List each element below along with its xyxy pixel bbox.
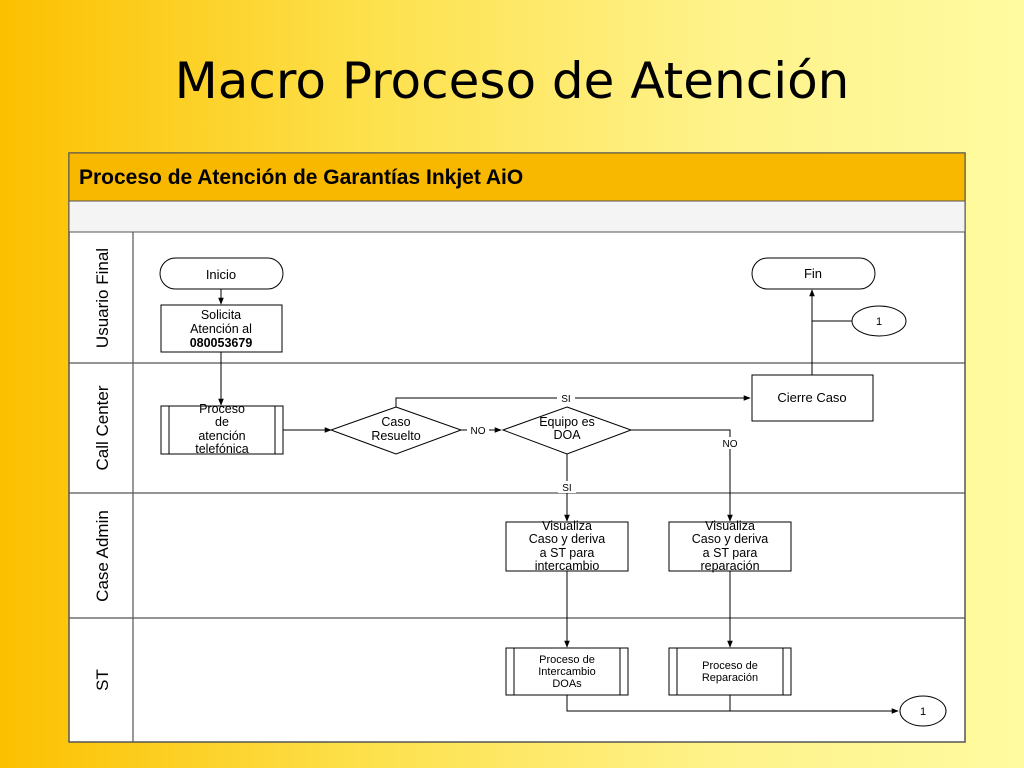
solicita-line: Solicita	[201, 308, 241, 322]
proceso-intercambio-line: DOAs	[552, 678, 582, 690]
visualiza-reparacion-line: reparación	[700, 559, 759, 573]
solicita-box	[160, 304, 283, 353]
proceso-intercambio-line: Intercambio	[538, 666, 595, 678]
caso-resuelto-line: Resuelto	[371, 429, 420, 443]
edge-label-no-right: NO	[723, 439, 738, 450]
visualiza-reparacion-box	[668, 521, 792, 572]
solicita-line: Atención al	[190, 322, 252, 336]
proceso-reparacion-line: Reparación	[702, 672, 758, 684]
diagram-subheader-row	[68, 200, 966, 233]
diagram-header: Proceso de Atención de Garantías Inkjet …	[79, 166, 523, 189]
proceso-intercambio-line: Proceso de	[539, 654, 595, 666]
proceso-atencion-line: Proceso	[199, 402, 245, 416]
lane-label-call-center: Call Center	[93, 385, 112, 470]
lane-label-usuario-final: Usuario Final	[93, 248, 112, 348]
cierre-caso-label: Cierre Caso	[777, 390, 846, 405]
start-label: Inicio	[206, 267, 236, 282]
visualiza-intercambio-line: Visualiza	[542, 519, 592, 533]
proceso-intercambio-box	[505, 647, 629, 696]
visualiza-intercambio-line: Caso y deriva	[529, 532, 605, 546]
edge-label-si-top: SI	[561, 394, 570, 405]
start-terminator	[159, 257, 284, 290]
visualiza-intercambio-line: a ST para	[540, 546, 595, 560]
proceso-atencion-line: atención	[198, 429, 245, 443]
edge	[395, 395, 751, 407]
edge-label-si-down: SI	[562, 483, 571, 494]
connectors	[218, 289, 899, 714]
end-terminator	[751, 257, 876, 290]
visualiza-reparacion-line: Caso y deriva	[692, 532, 768, 546]
slide-title: Macro Proceso de Atención	[174, 52, 850, 110]
cierre-caso-box	[751, 374, 874, 422]
proceso-reparacion-line: Proceso de	[702, 660, 758, 672]
visualiza-reparacion-line: Visualiza	[705, 519, 755, 533]
proceso-atencion-box	[160, 405, 284, 455]
caso-resuelto-decision	[329, 406, 463, 455]
equipo-doa-line: DOA	[553, 428, 581, 442]
proceso-atencion-line: de	[215, 415, 229, 429]
connector-bottom-label: 1	[920, 706, 926, 718]
proceso-atencion-line: telefónica	[195, 442, 249, 456]
connector-bottom-circle	[899, 695, 947, 727]
caso-resuelto-line: Caso	[381, 415, 410, 429]
proceso-reparacion-box	[668, 647, 792, 696]
solicita-phone: 080053679	[190, 336, 253, 350]
lane-label-st: ST	[93, 669, 112, 691]
edge-label-no-middle: NO	[471, 426, 486, 437]
diagram-header-band	[68, 152, 966, 202]
equipo-doa-line: Equipo es	[539, 415, 595, 429]
equipo-doa-decision	[501, 406, 633, 455]
visualiza-intercambio-line: intercambio	[535, 559, 600, 573]
edge	[631, 429, 733, 522]
end-label: Fin	[804, 266, 822, 281]
lane-label-case-admin: Case Admin	[93, 510, 112, 602]
edge	[566, 695, 899, 714]
visualiza-reparacion-line: a ST para	[703, 546, 758, 560]
visualiza-intercambio-box	[505, 521, 629, 572]
connector-top-label: 1	[876, 316, 882, 328]
connector-top-circle	[851, 305, 907, 337]
